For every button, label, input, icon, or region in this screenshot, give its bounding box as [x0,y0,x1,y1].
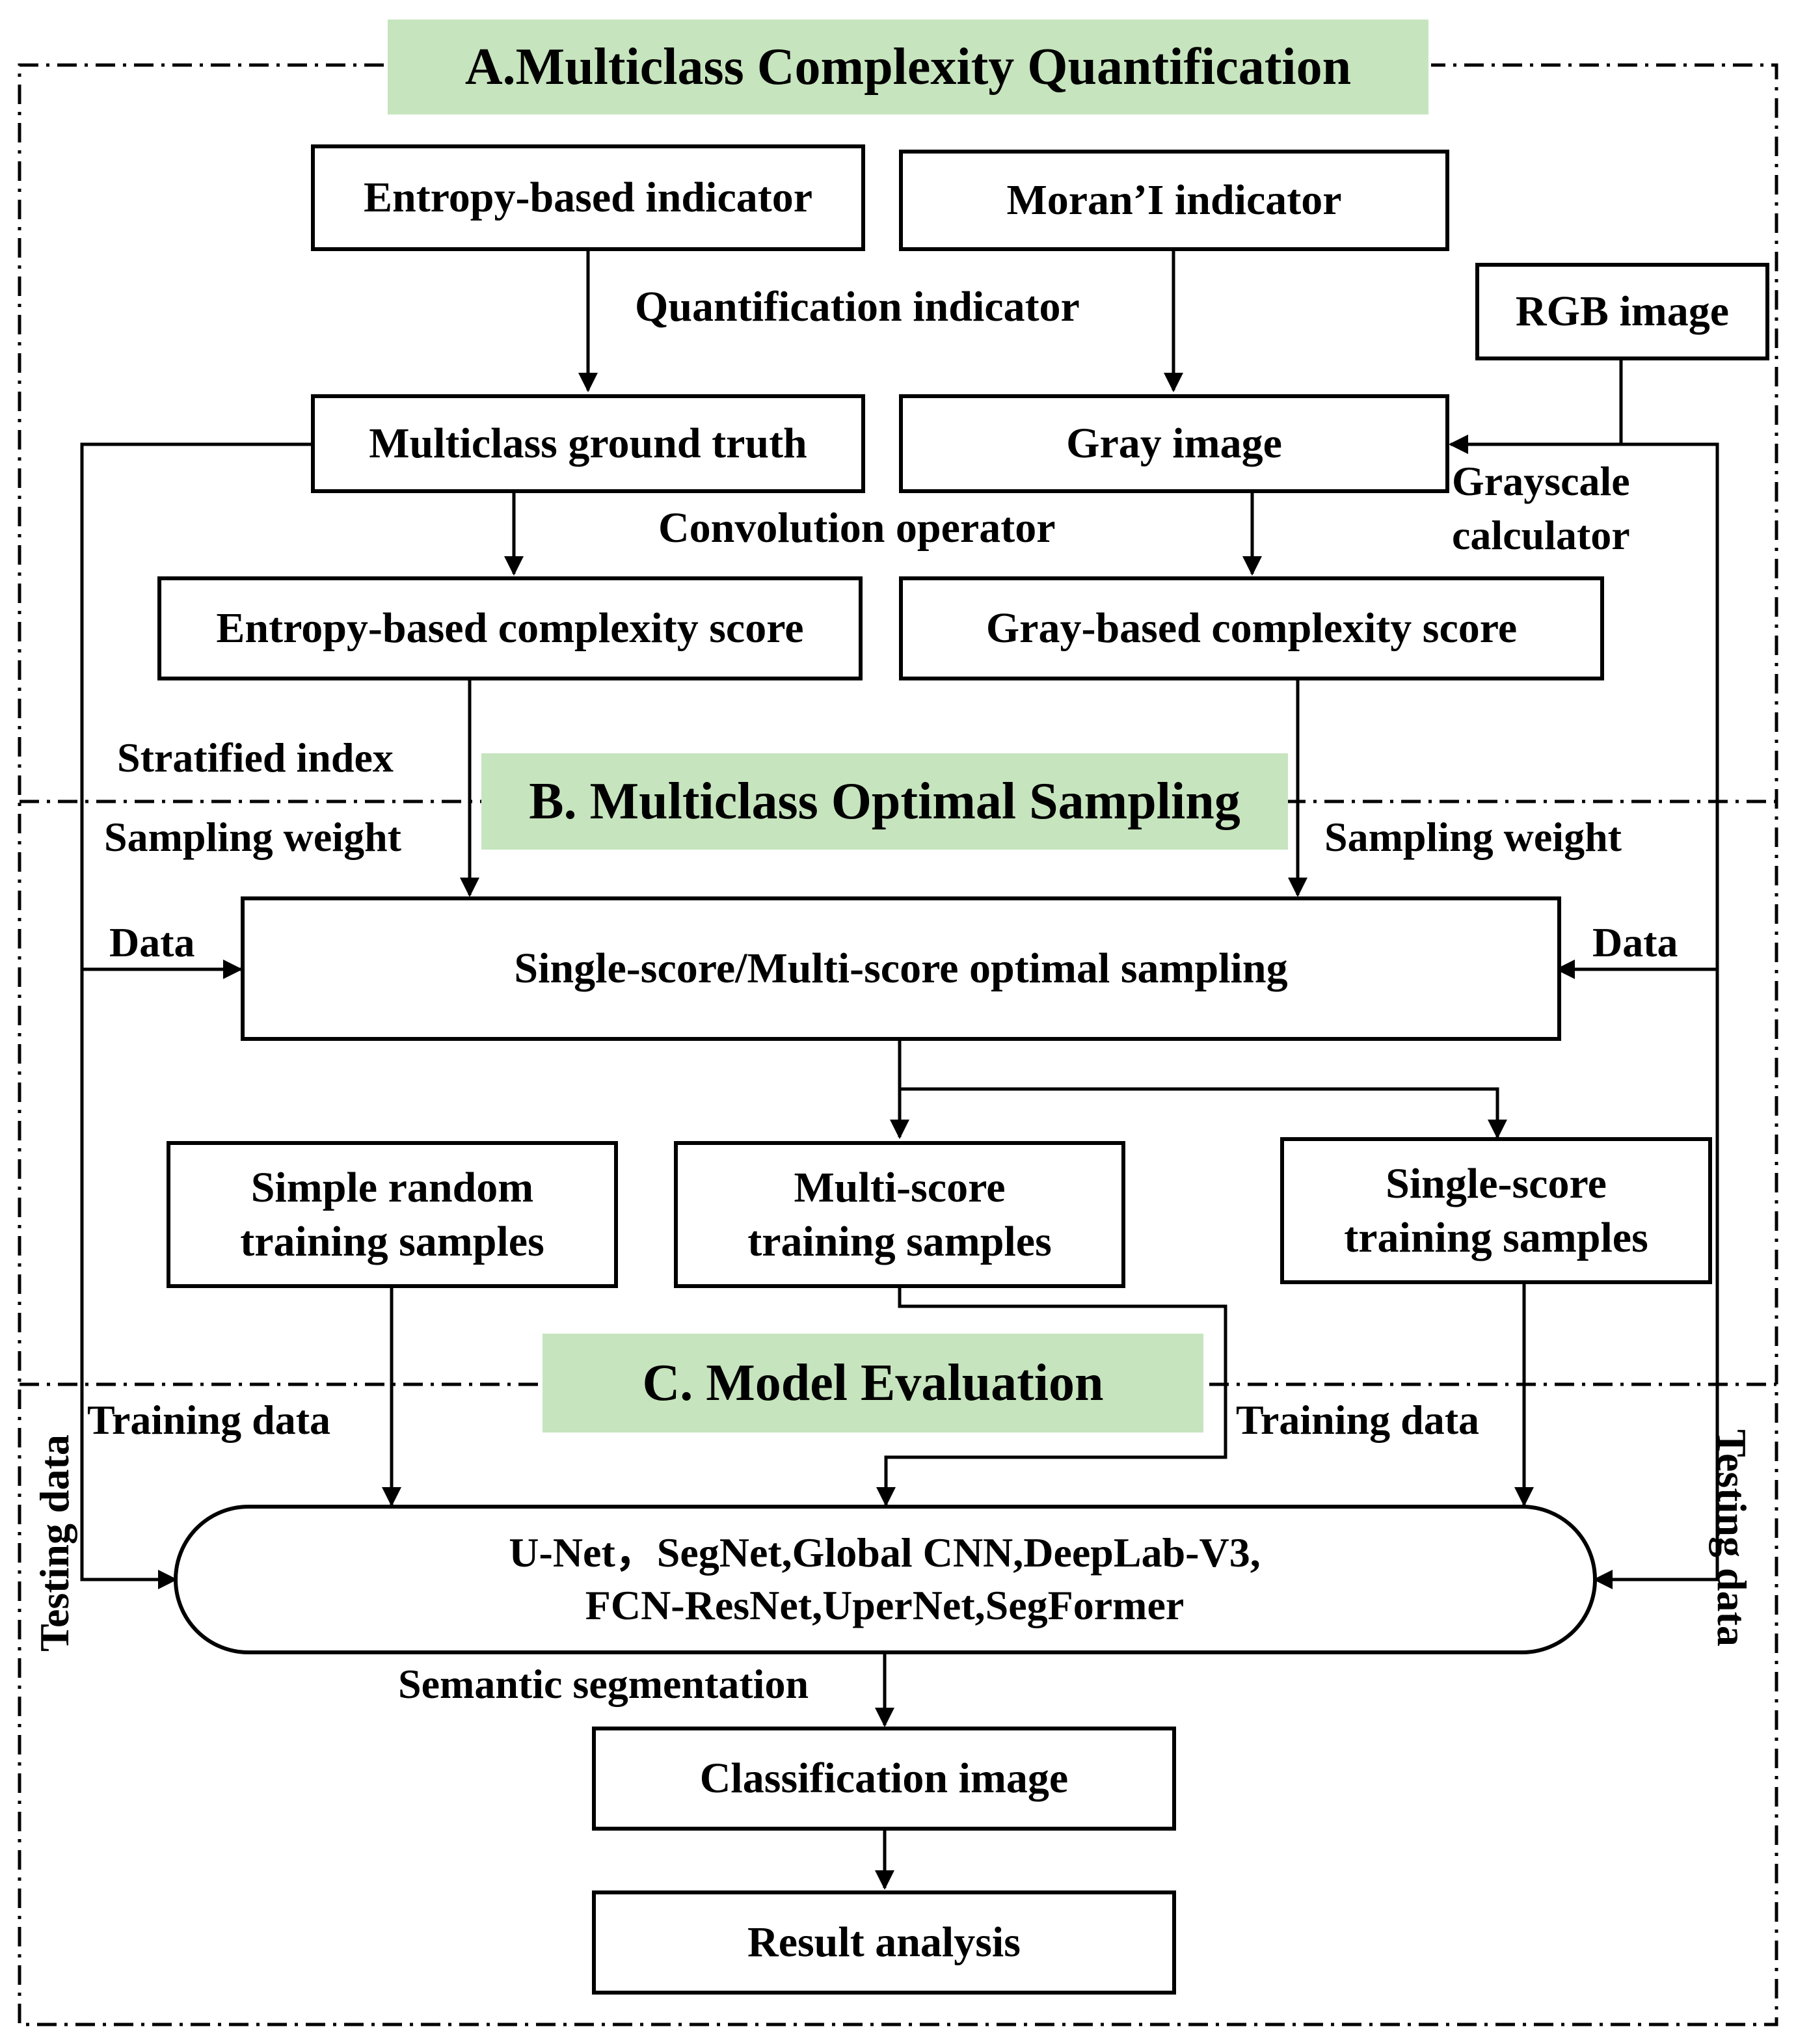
training-data-right-label: Training data [1236,1397,1479,1443]
entropy-complexity-score-box: Entropy-based complexity score [157,576,863,680]
models-terminal-shape [174,1505,1597,1654]
multi-score-line-2: training samples [747,1218,1052,1265]
quantification-indicator-label: Quantification indicator [635,283,1080,330]
stratified-index-label: Stratified index [117,734,394,781]
edge-multi-to-models [876,1287,1227,1507]
models-box: U-Net，SegNet,Global CNN,DeepLab-V3, FCN-… [195,1511,1574,1648]
grayscale-calculator-line-2: calculator [1452,512,1630,559]
simple-random-samples-box: Simple random training samples [167,1141,618,1288]
training-data-left-label: Training data [87,1397,330,1443]
rgb-image-box: RGB image [1475,263,1769,360]
sampling-weight-right-label: Sampling weight [1324,814,1622,860]
simple-random-line-1: Simple random [250,1163,534,1211]
sampling-weight-left-label: Sampling weight [104,814,401,860]
result-analysis-box: Result analysis [592,1890,1176,1995]
semantic-segmentation-label: Semantic segmentation [398,1661,809,1707]
edge-sampling-to-single [900,1087,1507,1139]
moran-indicator-box: Moran’I indicator [899,150,1449,251]
multi-score-samples-box: Multi-score training samples [674,1141,1125,1288]
edge-rgb-to-gray [1449,358,1623,454]
simple-random-line-2: training samples [240,1218,544,1265]
data-right-label: Data [1592,919,1678,965]
section-b-header: B. Multiclass Optimal Sampling [481,753,1288,850]
multiclass-ground-truth-box: Multiclass ground truth [311,394,865,493]
single-score-samples-box: Single-score training samples [1280,1137,1712,1284]
grayscale-calculator-line-1: Grayscale [1452,458,1630,504]
models-line-2: FCN-ResNet,UperNet,SegFormer [585,1582,1185,1628]
data-left-label: Data [109,919,195,965]
edge-gt-data-left [80,442,311,1589]
convolution-operator-label: Convolution operator [658,504,1056,552]
gray-complexity-score-box: Gray-based complexity score [899,576,1604,680]
testing-data-right-label: Testing data [1709,1429,1755,1647]
edge-rgb-data-right [1593,442,1719,1589]
section-a-header: A.Multiclass Complexity Quantification [388,20,1428,114]
entropy-indicator-box: Entropy-based indicator [311,144,865,251]
multi-score-line-1: Multi-score [794,1163,1006,1211]
gray-image-box: Gray image [899,394,1449,493]
single-score-line-2: training samples [1344,1214,1648,1261]
section-a-border [18,63,1778,2026]
models-line-1: U-Net，SegNet,Global CNN,DeepLab-V3, [509,1529,1261,1576]
grayscale-calculator-label: Grayscale calculator [1452,454,1630,562]
single-score-line-1: Single-score [1386,1159,1607,1207]
testing-data-left-label: Testing data [31,1434,77,1652]
classification-image-box: Classification image [592,1727,1176,1831]
section-c-header: C. Model Evaluation [543,1334,1203,1432]
optimal-sampling-box: Single-score/Multi-score optimal samplin… [241,896,1561,1041]
